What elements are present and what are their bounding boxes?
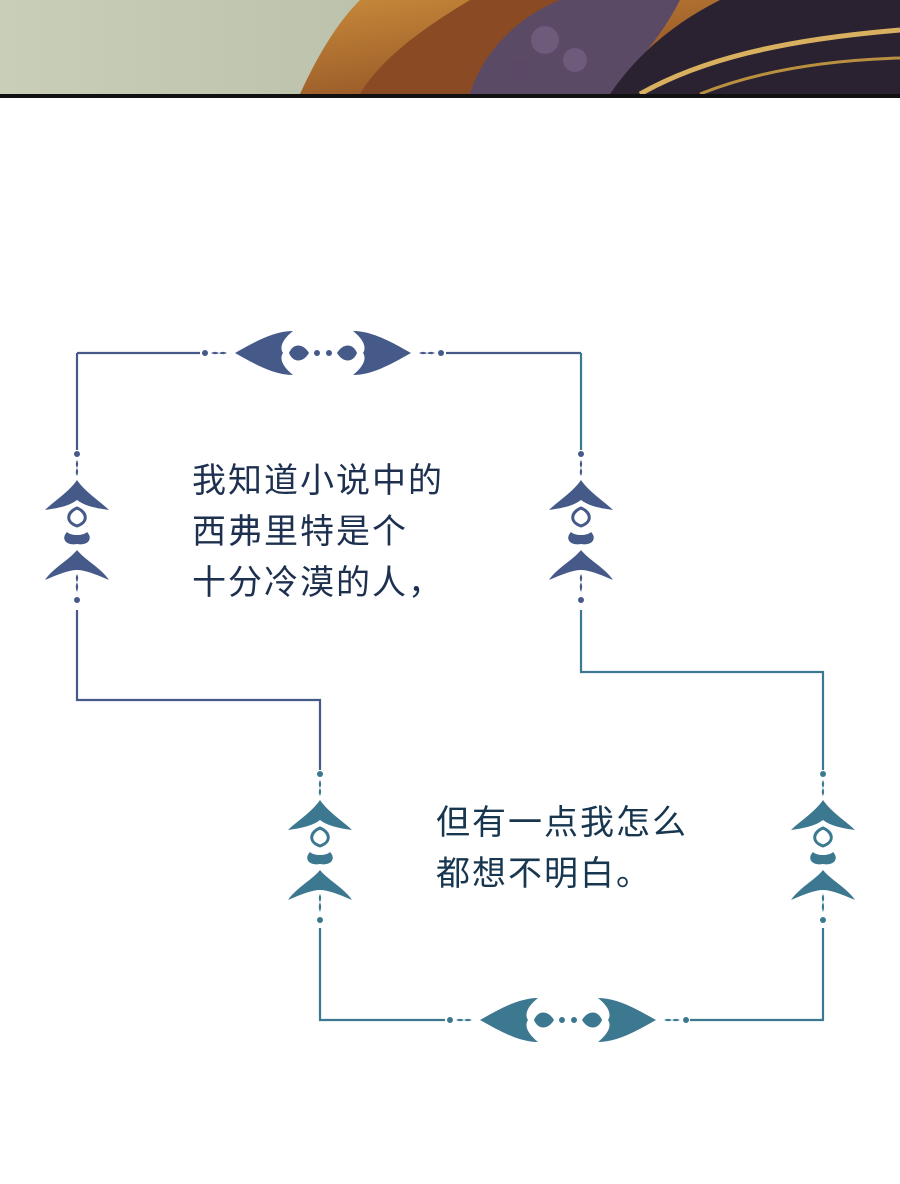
caption-upper: 我知道小说中的 西弗里特是个 十分冷漠的人，: [192, 456, 444, 609]
caption-lower: 但有一点我怎么 都想不明白。: [436, 798, 688, 900]
lower-left-ornament: [286, 769, 354, 925]
upper-left-ornament: [43, 449, 111, 605]
top-art-panel: [0, 0, 900, 98]
upper-top-ornament: [202, 331, 444, 375]
caption-upper-line-1: 我知道小说中的: [192, 461, 444, 501]
upper-right-ornament: [547, 449, 615, 605]
lower-bottom-ornament: [447, 998, 689, 1042]
caption-lower-line-1: 但有一点我怎么: [436, 803, 688, 843]
caption-upper-line-3: 十分冷漠的人，: [192, 563, 444, 603]
art-crop-illustration: [0, 0, 900, 94]
upper-frame: [43, 331, 825, 770]
lower-right-ornament: [789, 769, 857, 925]
caption-lower-line-2: 都想不明白。: [436, 854, 652, 894]
lower-frame: [286, 769, 857, 1042]
caption-upper-line-2: 西弗里特是个: [192, 512, 408, 552]
